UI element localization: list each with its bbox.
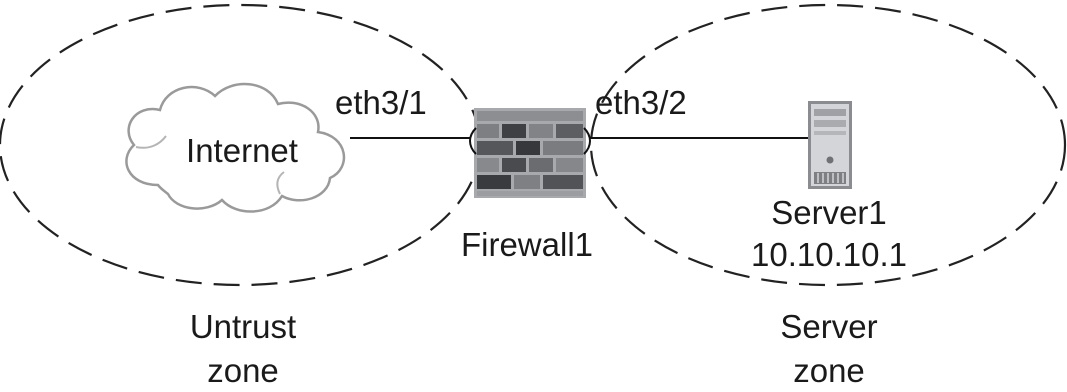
- untrust-zone-label-line1: Untrust: [190, 308, 296, 345]
- untrust-zone-label-line2: zone: [207, 352, 279, 389]
- server-zone-boundary: [589, 3, 1067, 287]
- interface-label-untrust: eth3/1: [335, 84, 427, 121]
- internet-label: Internet: [186, 132, 298, 169]
- internet-cloud-icon: [125, 82, 346, 213]
- server-zone-label-line2: zone: [793, 352, 865, 389]
- interface-label-server: eth3/2: [595, 84, 687, 121]
- firewall-label: Firewall1: [461, 226, 593, 263]
- firewall-icon: [469, 108, 591, 198]
- server-zone-label-line1: Server: [780, 308, 877, 345]
- server-ip-label: 10.10.10.1: [751, 236, 907, 273]
- server-icon: [808, 101, 852, 189]
- server-label: Server1: [771, 194, 887, 231]
